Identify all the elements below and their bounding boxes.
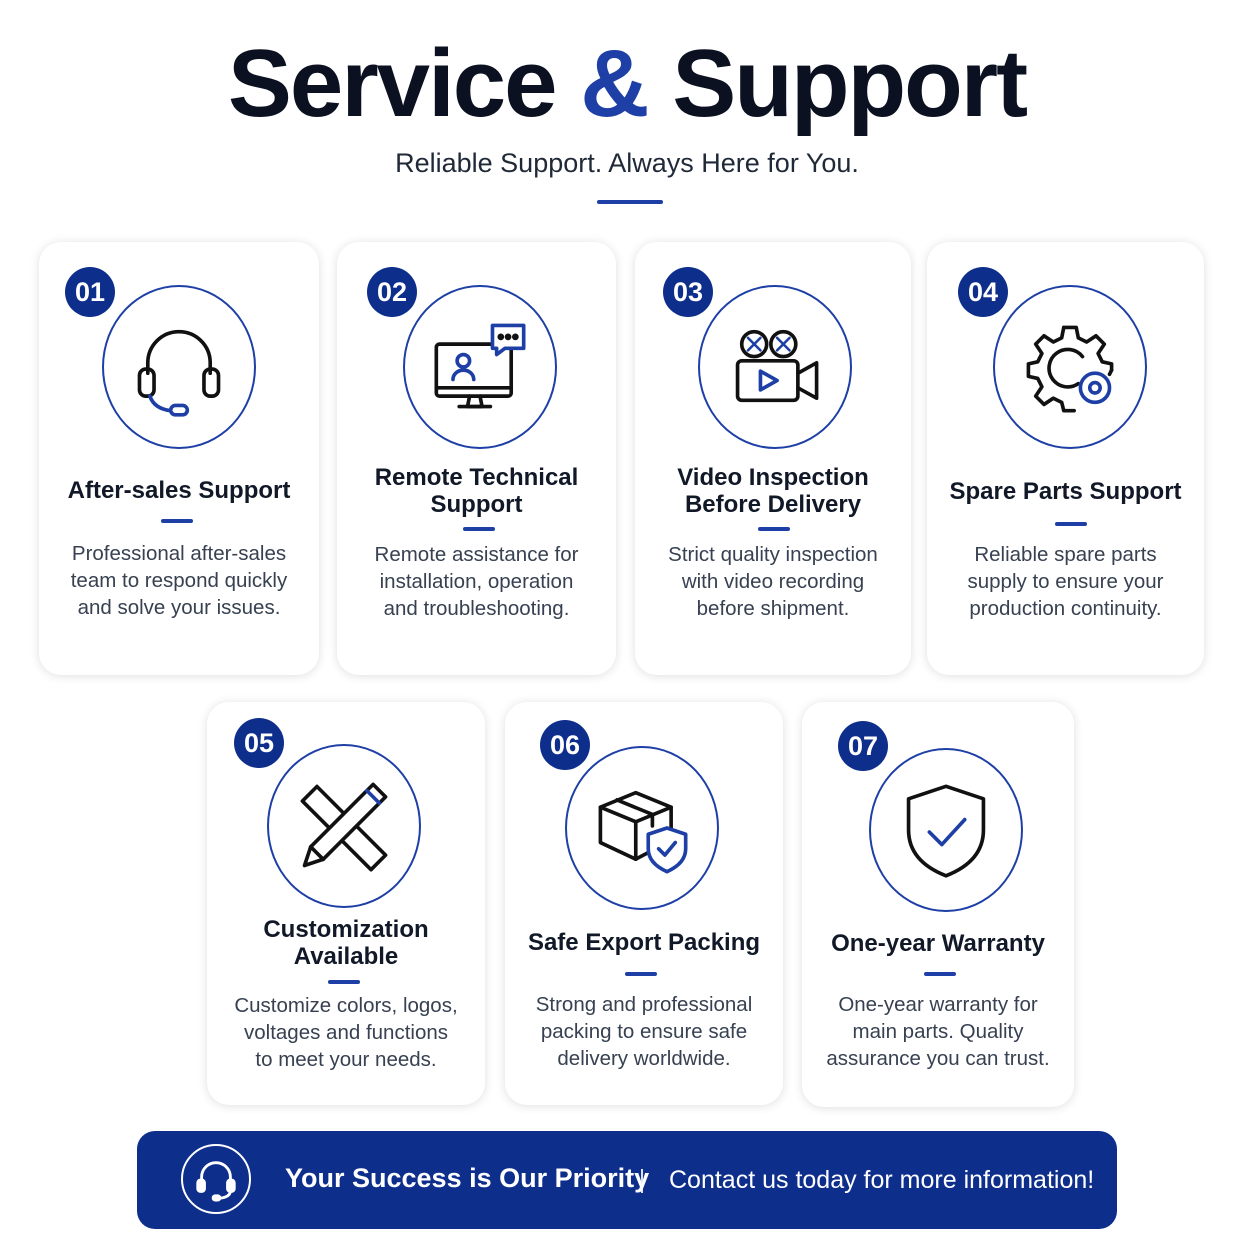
card-rule [625,972,657,976]
monitor-chat-icon [434,323,526,409]
banner-icon-ring [181,1144,251,1214]
card-number-badge: 07 [838,721,888,771]
icon-ring [698,285,852,449]
card-description: Remote assistance for installation, oper… [374,543,579,620]
card-title: Customization Available [263,916,429,970]
headset-icon [196,1161,236,1202]
ruler-pencil-icon [300,782,388,872]
card-description: Reliable spare parts supply to ensure yo… [967,543,1164,620]
service-card-remote-technical: 02 Remote Technical Support Remote assis… [337,242,616,675]
service-card-video-inspection: 03 Video Inspection Before Delivery Stri… [635,242,911,675]
title-ampersand: & [580,30,649,137]
card-number-badge: 03 [663,267,713,317]
service-card-spare-parts: 04 Spare Parts Support Reliable spare pa… [927,242,1204,675]
banner-headline: Your Success is Our Priority [285,1163,650,1193]
icon-ring [565,746,719,910]
card-rule [1055,522,1087,526]
icon-ring [869,748,1023,912]
page-title: Service & Support [0,34,1254,134]
card-title: Safe Export Packing [527,929,761,956]
icon-ring [102,285,256,449]
icon-ring [267,744,421,908]
card-title: Spare Parts Support [949,478,1182,505]
title-support: Support [672,30,1028,137]
card-rule [758,527,790,531]
title-divider [597,200,663,204]
icon-ring [993,285,1147,449]
service-card-after-sales: 01 After-sales Support Professional afte… [39,242,319,675]
card-number-badge: 06 [540,720,590,770]
service-card-safe-packing: 06 Safe Export Packing Strong and profes… [505,702,783,1105]
card-title: Video Inspection Before Delivery [677,464,869,518]
service-card-warranty: 07 One-year Warranty One-year warranty f… [802,702,1074,1107]
card-description: Strong and professional packing to ensur… [535,993,753,1070]
card-title: Remote Technical Support [374,464,579,518]
card-description: Customize colors, logos, voltages and fu… [234,994,458,1071]
shield-check-icon [906,784,986,878]
card-number-badge: 02 [367,267,417,317]
card-rule [463,527,495,531]
card-rule [924,972,956,976]
card-title: One-year Warranty [831,930,1045,957]
contact-banner[interactable]: Your Success is Our Priority Contact us … [137,1131,1117,1229]
title-service: Service [227,30,558,137]
page-subtitle: Reliable Support. Always Here for You. [395,148,859,178]
box-shield-icon [598,790,688,874]
icon-ring [403,285,557,449]
service-card-customization: 05 Customization Available Customize col… [207,702,485,1105]
card-title: After-sales Support [67,477,291,504]
card-rule [328,980,360,984]
card-description: Strict quality inspection with video rec… [668,543,878,620]
gear-icon [1026,325,1114,413]
card-number-badge: 05 [234,718,284,768]
card-number-badge: 04 [958,267,1008,317]
headset-icon [137,329,221,417]
card-description: Professional after-sales team to respond… [70,542,288,619]
video-camera-icon [735,329,819,403]
banner-contact-text[interactable]: Contact us today for more information! [669,1166,1095,1194]
card-description: One-year warranty for main parts. Qualit… [826,993,1050,1070]
card-rule [161,519,193,523]
banner-separator [641,1169,643,1193]
card-number-badge: 01 [65,267,115,317]
